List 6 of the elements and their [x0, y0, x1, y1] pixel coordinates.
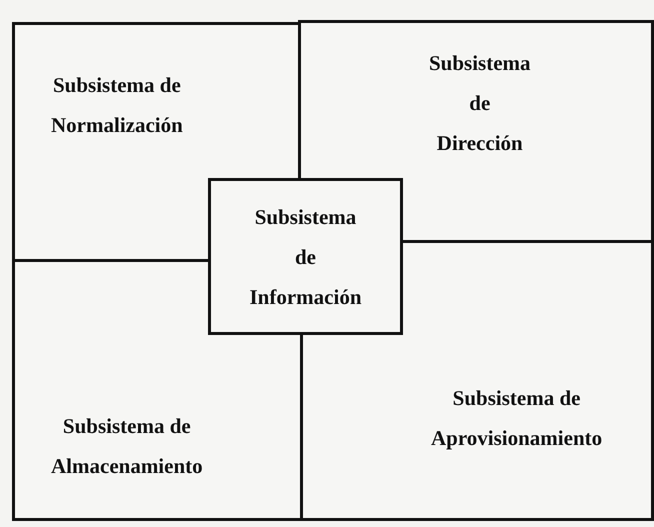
center-box — [208, 178, 403, 335]
box-label: Subsistema de Aprovisionamiento — [431, 385, 602, 452]
box-label: Subsistema de Información — [250, 204, 362, 311]
box-label: Subsistema de Almacenamiento — [51, 413, 203, 480]
box-label: Subsistema de Normalización — [51, 72, 183, 139]
box-label: Subsistema de Dirección — [429, 50, 531, 157]
